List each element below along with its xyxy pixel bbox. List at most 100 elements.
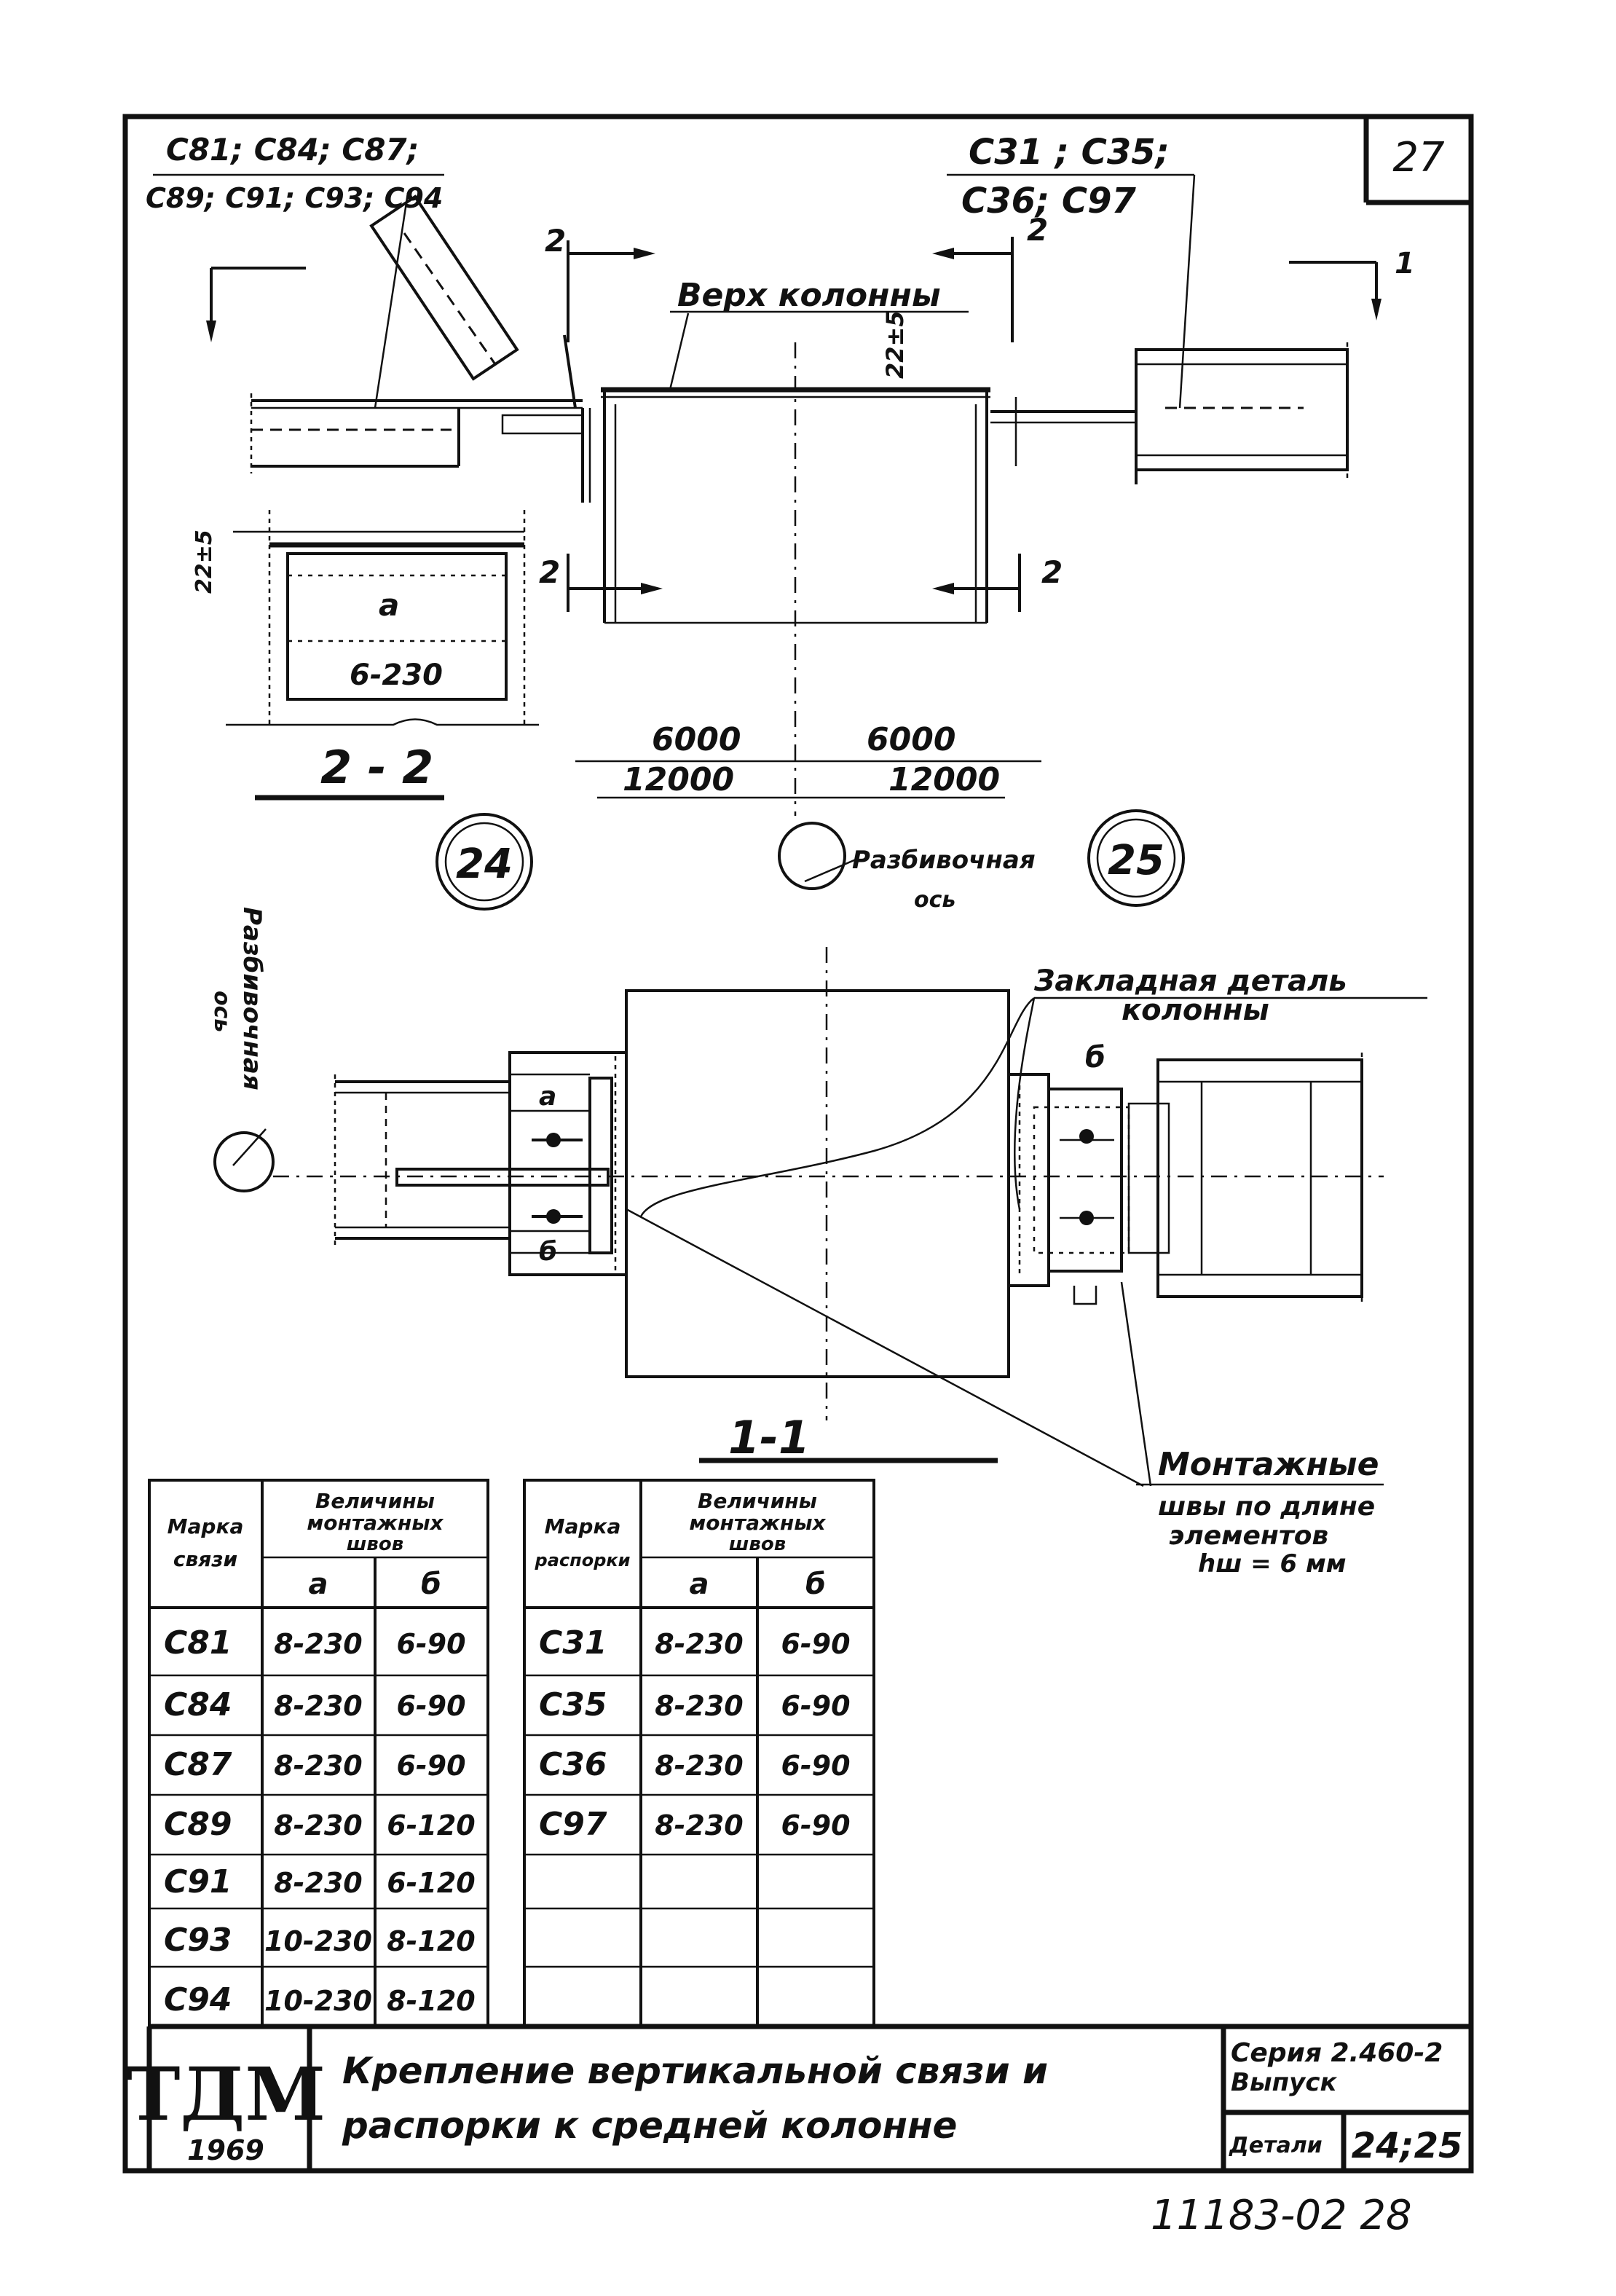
section2-arrow-br bbox=[932, 583, 954, 594]
tb-col-a: а bbox=[309, 1568, 328, 1601]
axis-marker-center-leader bbox=[804, 858, 856, 883]
tb-col-b: б bbox=[421, 1568, 441, 1601]
tb-cell-b: 8-120 bbox=[387, 1985, 476, 2017]
tb-cell-b: 6-90 bbox=[396, 1628, 465, 1660]
column-plan bbox=[625, 989, 1010, 1378]
footer-code: 11183-02 28 bbox=[1151, 2192, 1412, 2239]
tb-cell-a: 10-230 bbox=[264, 1925, 372, 1957]
section2-arrow-tr bbox=[932, 248, 954, 259]
embedded-part-line2: колонны bbox=[1122, 994, 1269, 1027]
tb-header-group1: Величины bbox=[315, 1489, 435, 1513]
left-beam bbox=[250, 393, 583, 473]
ts-header-group2: монтажных bbox=[689, 1511, 826, 1535]
ts-cell-mark: С97 bbox=[539, 1806, 607, 1843]
dim-12000-right: 12000 bbox=[888, 761, 1000, 798]
mounting-welds-line1: Монтажные bbox=[1158, 1446, 1379, 1483]
dim-12000-left: 12000 bbox=[623, 761, 734, 798]
dim-6000-right: 6000 bbox=[867, 721, 955, 758]
inclined-brace bbox=[369, 194, 519, 381]
ts-cell-b: 6-90 bbox=[781, 1809, 850, 1841]
section2-label-br: 2 bbox=[1041, 554, 1063, 590]
title-line1: Крепление вертикальной связи и bbox=[342, 2050, 1048, 2092]
tb-cell-b: 8-120 bbox=[387, 1925, 476, 1957]
tb-header-mark2: связи bbox=[173, 1547, 237, 1571]
tb-cell-b: 6-120 bbox=[387, 1867, 476, 1899]
tb-cell-mark: С81 bbox=[164, 1624, 232, 1662]
ts-cell-mark: С31 bbox=[539, 1624, 607, 1662]
left-gusset bbox=[501, 334, 591, 503]
title-year: 1969 bbox=[187, 2134, 264, 2166]
strut-marks-line1: С31 ; С35; bbox=[969, 132, 1170, 173]
right-strut-plan bbox=[1127, 1053, 1363, 1304]
title-logo: ТДМ bbox=[126, 2051, 326, 2137]
tb-cell-mark: С84 bbox=[164, 1686, 232, 1723]
strut-leader bbox=[1178, 174, 1196, 409]
ts-col-a: а bbox=[690, 1568, 709, 1601]
right-connection-plate bbox=[1007, 1073, 1130, 1305]
embedded-part-leader-right bbox=[1014, 997, 1036, 1210]
ts-header-group1: Величины bbox=[698, 1489, 817, 1513]
ts-cell-b: 6-90 bbox=[781, 1628, 850, 1660]
axis-label-side-1: Разбивочная bbox=[237, 907, 267, 1090]
title-series: Серия 2.460-2 bbox=[1231, 2038, 1443, 2068]
tb-cell-b: 6-90 bbox=[396, 1750, 465, 1782]
title-issue: Выпуск bbox=[1231, 2068, 1337, 2097]
tb-cell-mark: С93 bbox=[164, 1922, 232, 1959]
title-details-value: 24;25 bbox=[1352, 2126, 1463, 2166]
section2-arrow-tl bbox=[634, 248, 655, 259]
sheet-frame bbox=[122, 114, 1474, 2174]
tb-cell-mark: С89 bbox=[164, 1806, 232, 1843]
tb-header-mark1: Марка bbox=[167, 1514, 244, 1538]
section1-arrow-right bbox=[1371, 299, 1382, 321]
tb-cell-a: 8-230 bbox=[274, 1628, 363, 1660]
axis-marker-side-leader bbox=[232, 1128, 267, 1166]
node-25-label: 25 bbox=[1108, 837, 1164, 884]
title-details-label: Детали bbox=[1229, 2133, 1323, 2158]
tb-header-group2: монтажных bbox=[307, 1511, 444, 1535]
ts-cell-a: 8-230 bbox=[655, 1809, 744, 1841]
axis-label-side-2: ось bbox=[209, 991, 234, 1032]
node-24-label: 24 bbox=[456, 841, 513, 888]
tb-cell-mark: С87 bbox=[164, 1746, 232, 1783]
dim-22-5-side: 22±5 bbox=[192, 530, 217, 594]
title-line2: распорки к средней колонне bbox=[342, 2104, 957, 2147]
section1-arrow-left bbox=[206, 321, 216, 342]
tb-cell-a: 8-230 bbox=[274, 1750, 363, 1782]
title-block-grid bbox=[146, 2024, 1471, 2171]
axis-marker-center bbox=[778, 822, 846, 890]
tb-cell-a: 8-230 bbox=[274, 1690, 363, 1722]
column-top-label: Верх колонны bbox=[677, 277, 941, 314]
left-beam-plan bbox=[334, 1074, 610, 1246]
mounting-welds-leader-right bbox=[1120, 1281, 1152, 1487]
ts-cell-a: 8-230 bbox=[655, 1750, 744, 1782]
ts-header-group3: швов bbox=[729, 1533, 786, 1555]
brace-marks-line2: С89; С91; С93; С94 bbox=[146, 182, 443, 214]
weld-a-label: а bbox=[539, 1082, 556, 1112]
node-25-circle bbox=[1087, 809, 1185, 907]
ts-cell-a: 8-230 bbox=[655, 1628, 744, 1660]
embedded-part-line1: Закладная деталь bbox=[1033, 964, 1347, 998]
section-1-1-title: 1-1 bbox=[728, 1411, 810, 1464]
ts-col-b: б bbox=[805, 1568, 826, 1601]
ts-header-mark1: Марка bbox=[545, 1514, 621, 1538]
column-body bbox=[601, 342, 990, 816]
column-top-leader bbox=[669, 312, 690, 390]
strut-marks-line2: С36; С97 bbox=[961, 181, 1137, 221]
weld-b-label-left: б bbox=[539, 1237, 557, 1267]
tb-header-group3: швов bbox=[347, 1533, 403, 1555]
ts-cell-a: 8-230 bbox=[655, 1690, 744, 1722]
tb-cell-b: 6-120 bbox=[387, 1809, 476, 1841]
section-2-2-title: 2 - 2 bbox=[320, 741, 433, 794]
sheet-number: 27 bbox=[1392, 134, 1445, 181]
section2-arrow-bl bbox=[641, 583, 663, 594]
weld-b-label-right: б bbox=[1085, 1041, 1105, 1074]
mounting-welds-line3: элементов bbox=[1169, 1521, 1328, 1551]
tb-cell-mark: С91 bbox=[164, 1863, 232, 1900]
node-24-circle bbox=[435, 813, 533, 911]
dim-6000-left: 6000 bbox=[652, 721, 741, 758]
mounting-welds-leader-left bbox=[626, 1208, 1144, 1487]
mounting-welds-line2: швы по длине bbox=[1158, 1492, 1375, 1522]
